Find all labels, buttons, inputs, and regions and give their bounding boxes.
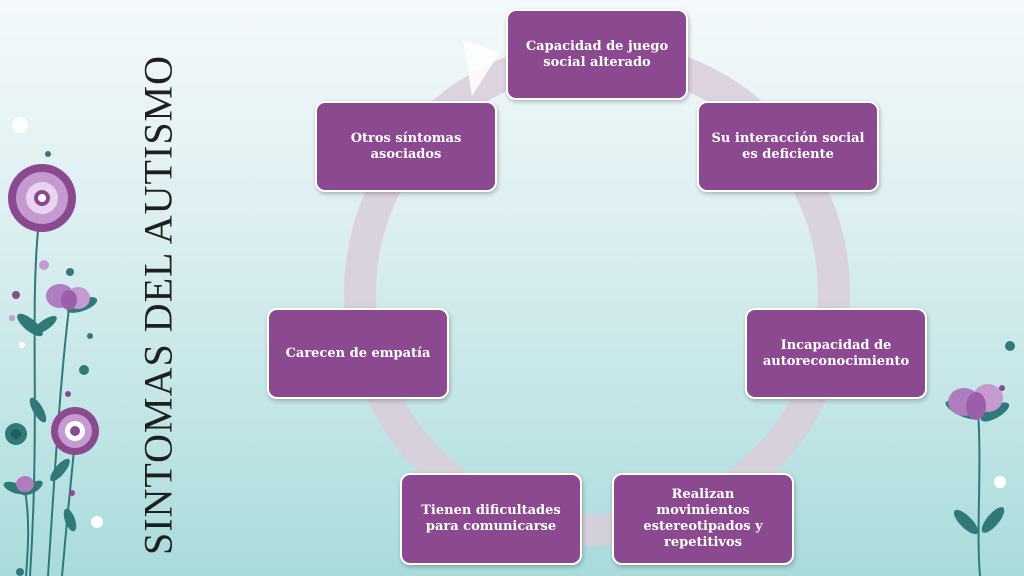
flower-decoration-left: [3, 117, 103, 576]
cycle-item-label: Otros síntomas asociados: [350, 130, 462, 162]
cycle-item-label: Tienen dificultades para comunicarse: [421, 503, 561, 534]
cycle-item-label: Su interacción social es deficiente: [711, 130, 865, 162]
cycle-item-label: Incapacidad de autoreconocimiento: [762, 337, 910, 369]
cycle-item-social-interaction: Su interacción social es deficiente: [697, 101, 879, 192]
cycle-item-self-recognition: Incapacidad de autoreconocimiento: [745, 308, 927, 399]
cycle-item-empathy: Carecen de empatía: [267, 308, 449, 399]
cycle-item-stereotyped-movements: Realizan movimientos estereotipados y re…: [612, 473, 794, 565]
cycle-item-social-play: Capacidad de juego social alterado: [506, 9, 688, 100]
cycle-item-other-symptoms: Otros síntomas asociados: [315, 101, 497, 192]
cycle-item-label: Carecen de empatía: [285, 345, 431, 361]
slide-title: SINTOMAS DEL AUTISMO: [135, 54, 181, 556]
cycle-item-label: Realizan movimientos estereotipados y re…: [643, 487, 763, 550]
cycle-item-communication: Tienen dificultades para comunicarse: [400, 473, 582, 565]
cycle-item-label: Capacidad de juego social alterado: [525, 38, 669, 70]
